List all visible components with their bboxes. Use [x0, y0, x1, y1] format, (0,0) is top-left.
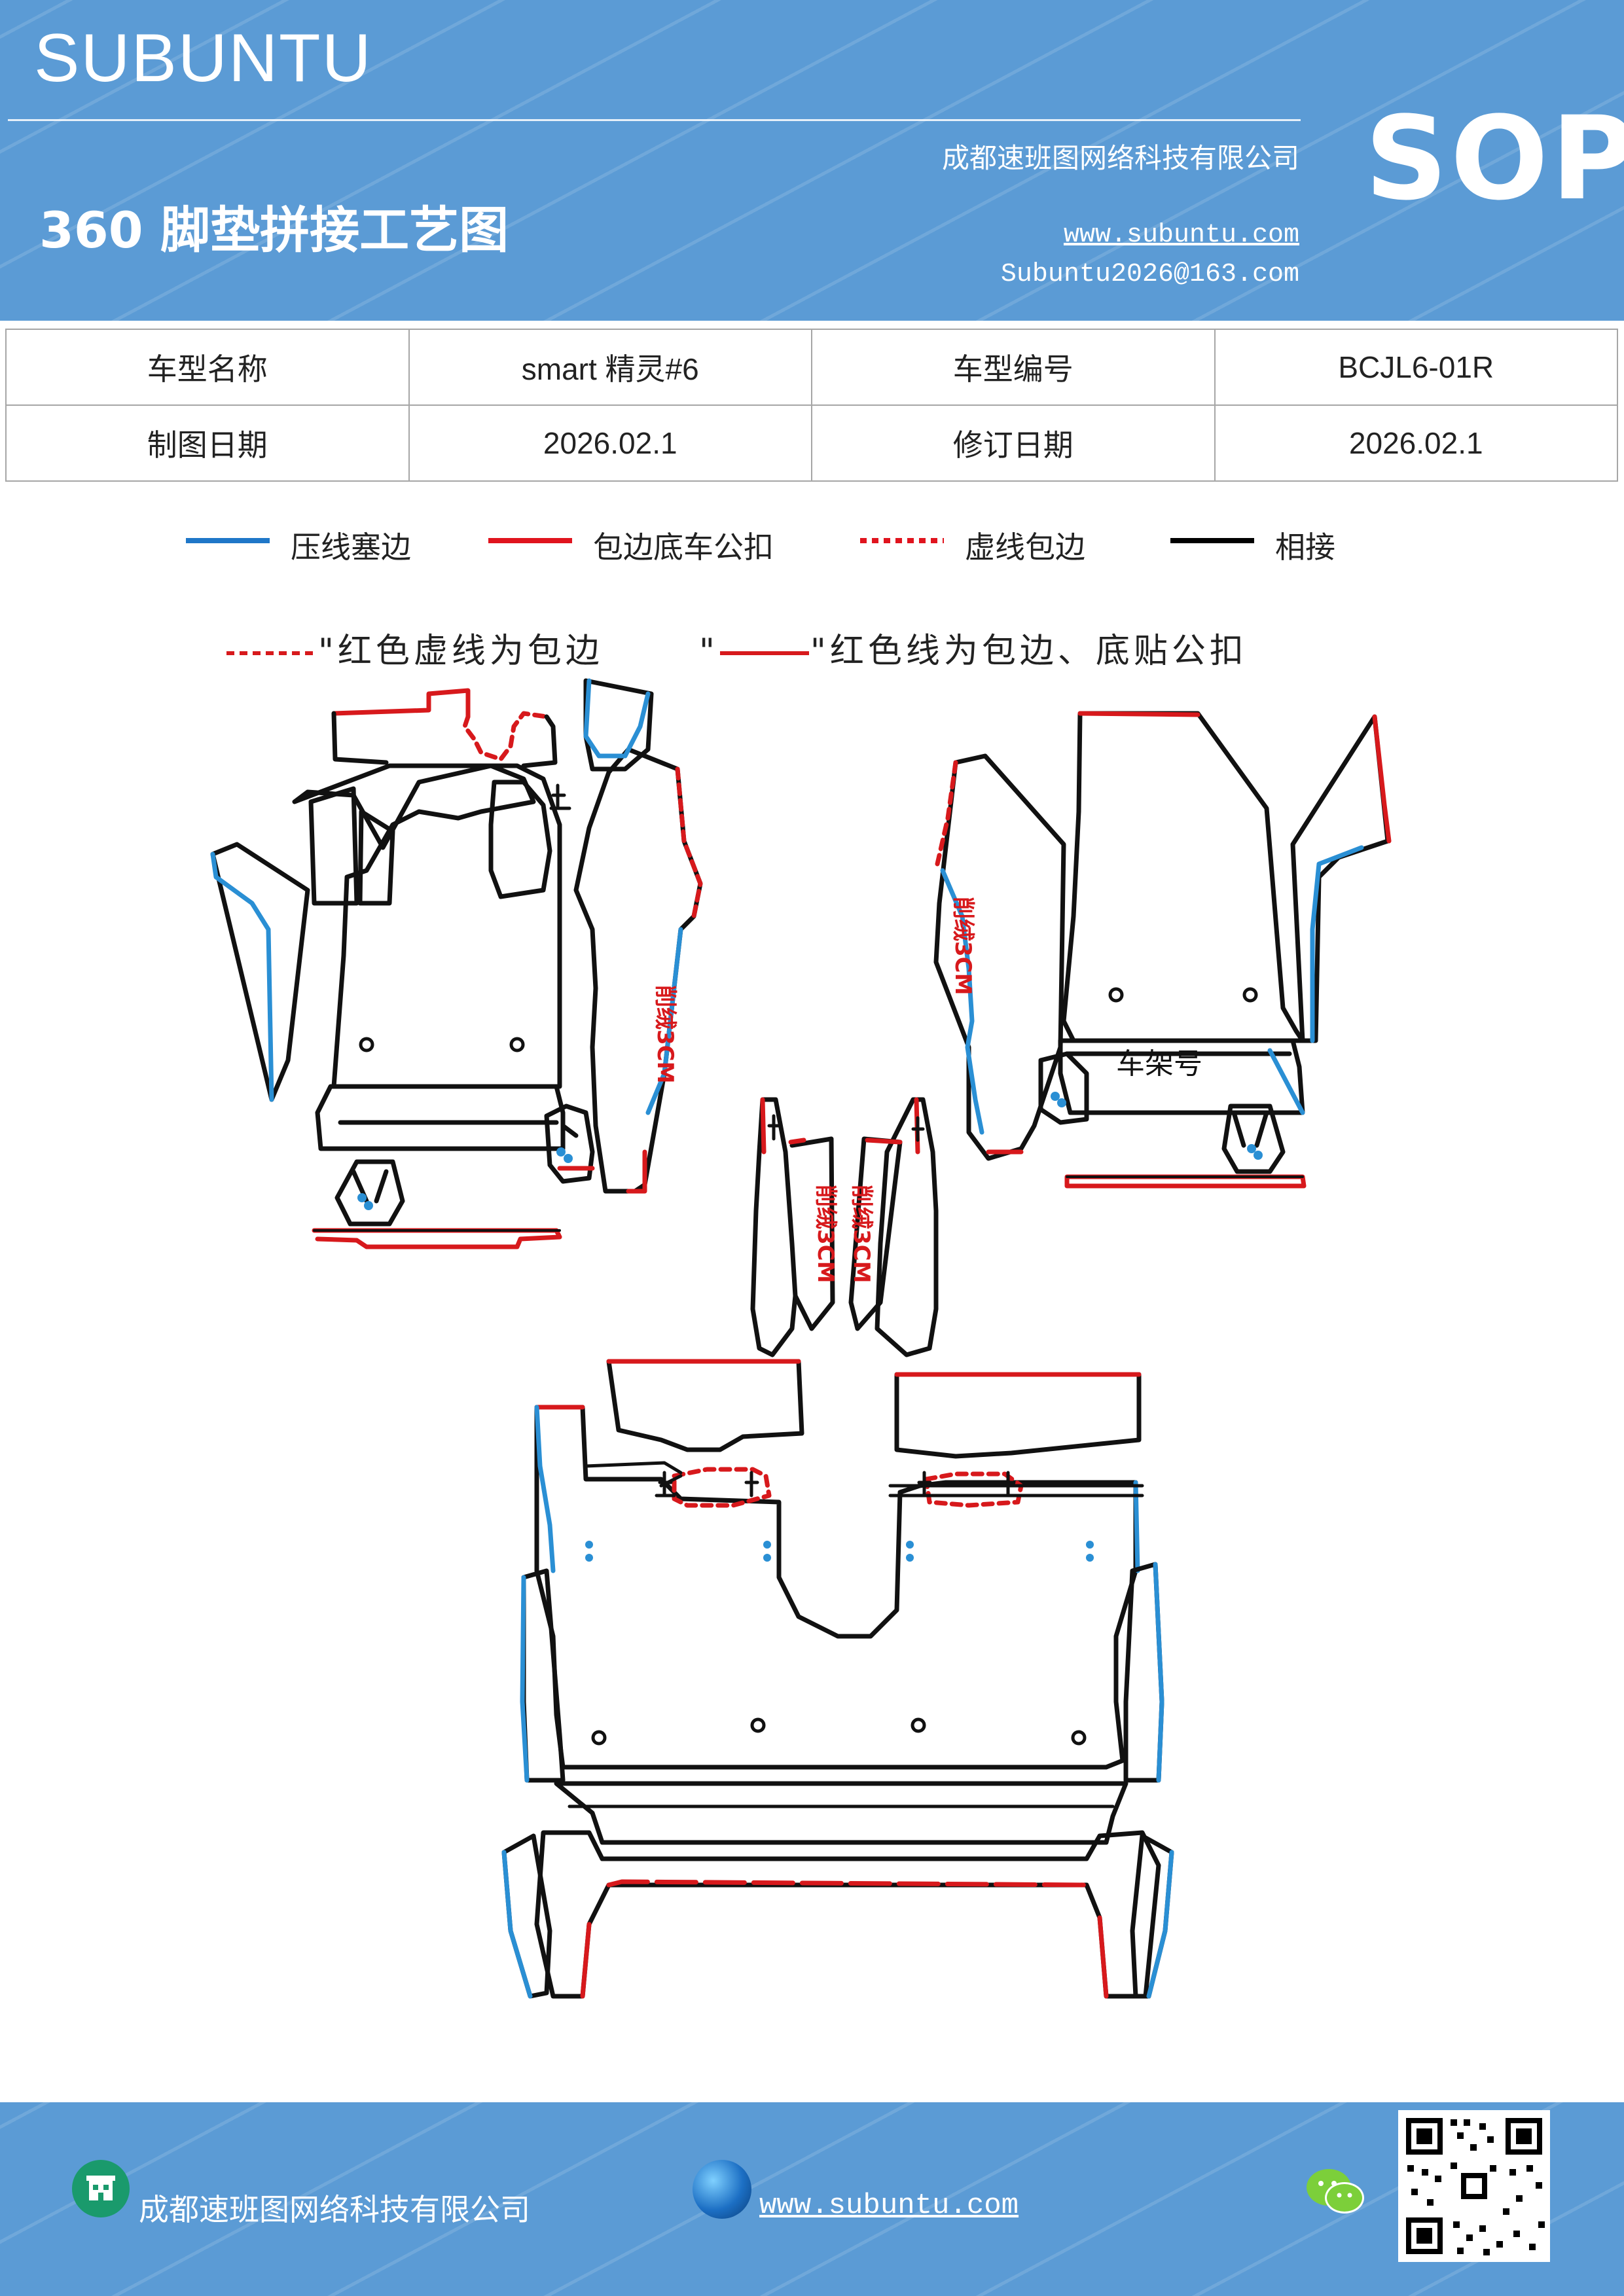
legend-swatch-black	[1170, 538, 1254, 543]
rear-mat	[501, 1359, 1174, 1999]
shave-label: 削绒3CM	[652, 985, 678, 1083]
note-dashed-swatch	[226, 651, 316, 655]
wechat-icon[interactable]	[1303, 2165, 1368, 2217]
legend-label: 包边底车公扣	[593, 529, 774, 565]
page-title: 360 脚垫拼接工艺图	[39, 201, 509, 259]
header-email: Subuntu2026@163.com	[1000, 260, 1299, 289]
shave-label: 削绒3CM	[848, 1185, 875, 1283]
header-website-link[interactable]: www.subuntu.com	[1063, 221, 1299, 250]
draw-date-label: 制图日期	[5, 404, 410, 482]
clip-markers	[357, 1092, 1263, 1210]
note-dashed: "红色虚线为包边	[226, 623, 604, 671]
note-solid: " "红色线为包边、底贴公扣	[699, 623, 1248, 671]
footer-company: 成都速班图网络科技有限公司	[139, 2192, 530, 2227]
watermark-pattern	[0, 0, 1624, 321]
footer-website-link[interactable]: www.subuntu.com	[759, 2189, 1019, 2222]
vin-label: 车架号	[1116, 1047, 1202, 1081]
line-legend: 压线塞边 包边底车公扣 虚线包边 相接	[0, 524, 1624, 576]
tunnel-strips	[750, 1097, 939, 1357]
note-solid-swatch	[719, 651, 809, 655]
revise-date-label: 修订日期	[811, 404, 1216, 482]
note-solid-quote: "	[699, 632, 719, 671]
legend-label: 压线塞边	[291, 529, 411, 565]
header-divider	[8, 119, 1301, 121]
legend-swatch-red-dotted	[860, 538, 944, 543]
model-name-label: 车型名称	[5, 329, 410, 406]
passenger-mat	[933, 711, 1392, 1189]
legend-swatch-blue	[186, 538, 270, 543]
sop-badge: SOP	[1365, 92, 1624, 226]
vehicle-info-table: 车型名称 smart 精灵#6 车型编号 BCJL6-01R 制图日期 2026…	[5, 329, 1618, 482]
qr-code	[1398, 2110, 1550, 2262]
building-icon	[72, 2160, 130, 2217]
revise-date-value: 2026.02.1	[1214, 404, 1618, 482]
note-solid-text: "红色线为包边、底贴公扣	[810, 632, 1248, 671]
table-row: 车型名称 smart 精灵#6 车型编号 BCJL6-01R	[5, 329, 1618, 406]
note-dashed-text: "红色虚线为包边	[318, 632, 604, 671]
legend-label: 相接	[1275, 529, 1335, 565]
header-banner: SUBUNTU 360 脚垫拼接工艺图 成都速班图网络科技有限公司 www.su…	[0, 0, 1624, 321]
model-name-value: smart 精灵#6	[408, 329, 812, 406]
table-row: 制图日期 2026.02.1 修订日期 2026.02.1	[5, 404, 1618, 482]
header-company: 成都速班图网络科技有限公司	[941, 142, 1299, 174]
brand-name: SUBUNTU	[34, 20, 372, 96]
legend-label: 虚线包边	[965, 529, 1085, 565]
draw-date-value: 2026.02.1	[408, 404, 812, 482]
shave-label: 削绒3CM	[950, 897, 976, 995]
driver-mat	[210, 678, 703, 1249]
model-code-value: BCJL6-01R	[1214, 329, 1618, 406]
shave-label: 削绒3CM	[812, 1185, 839, 1283]
legend-swatch-red	[488, 538, 572, 543]
globe-icon	[693, 2160, 751, 2219]
model-code-label: 车型编号	[811, 329, 1216, 406]
rear-clip-markers	[585, 1541, 1094, 1562]
qr-code-graphic	[1398, 2110, 1550, 2262]
